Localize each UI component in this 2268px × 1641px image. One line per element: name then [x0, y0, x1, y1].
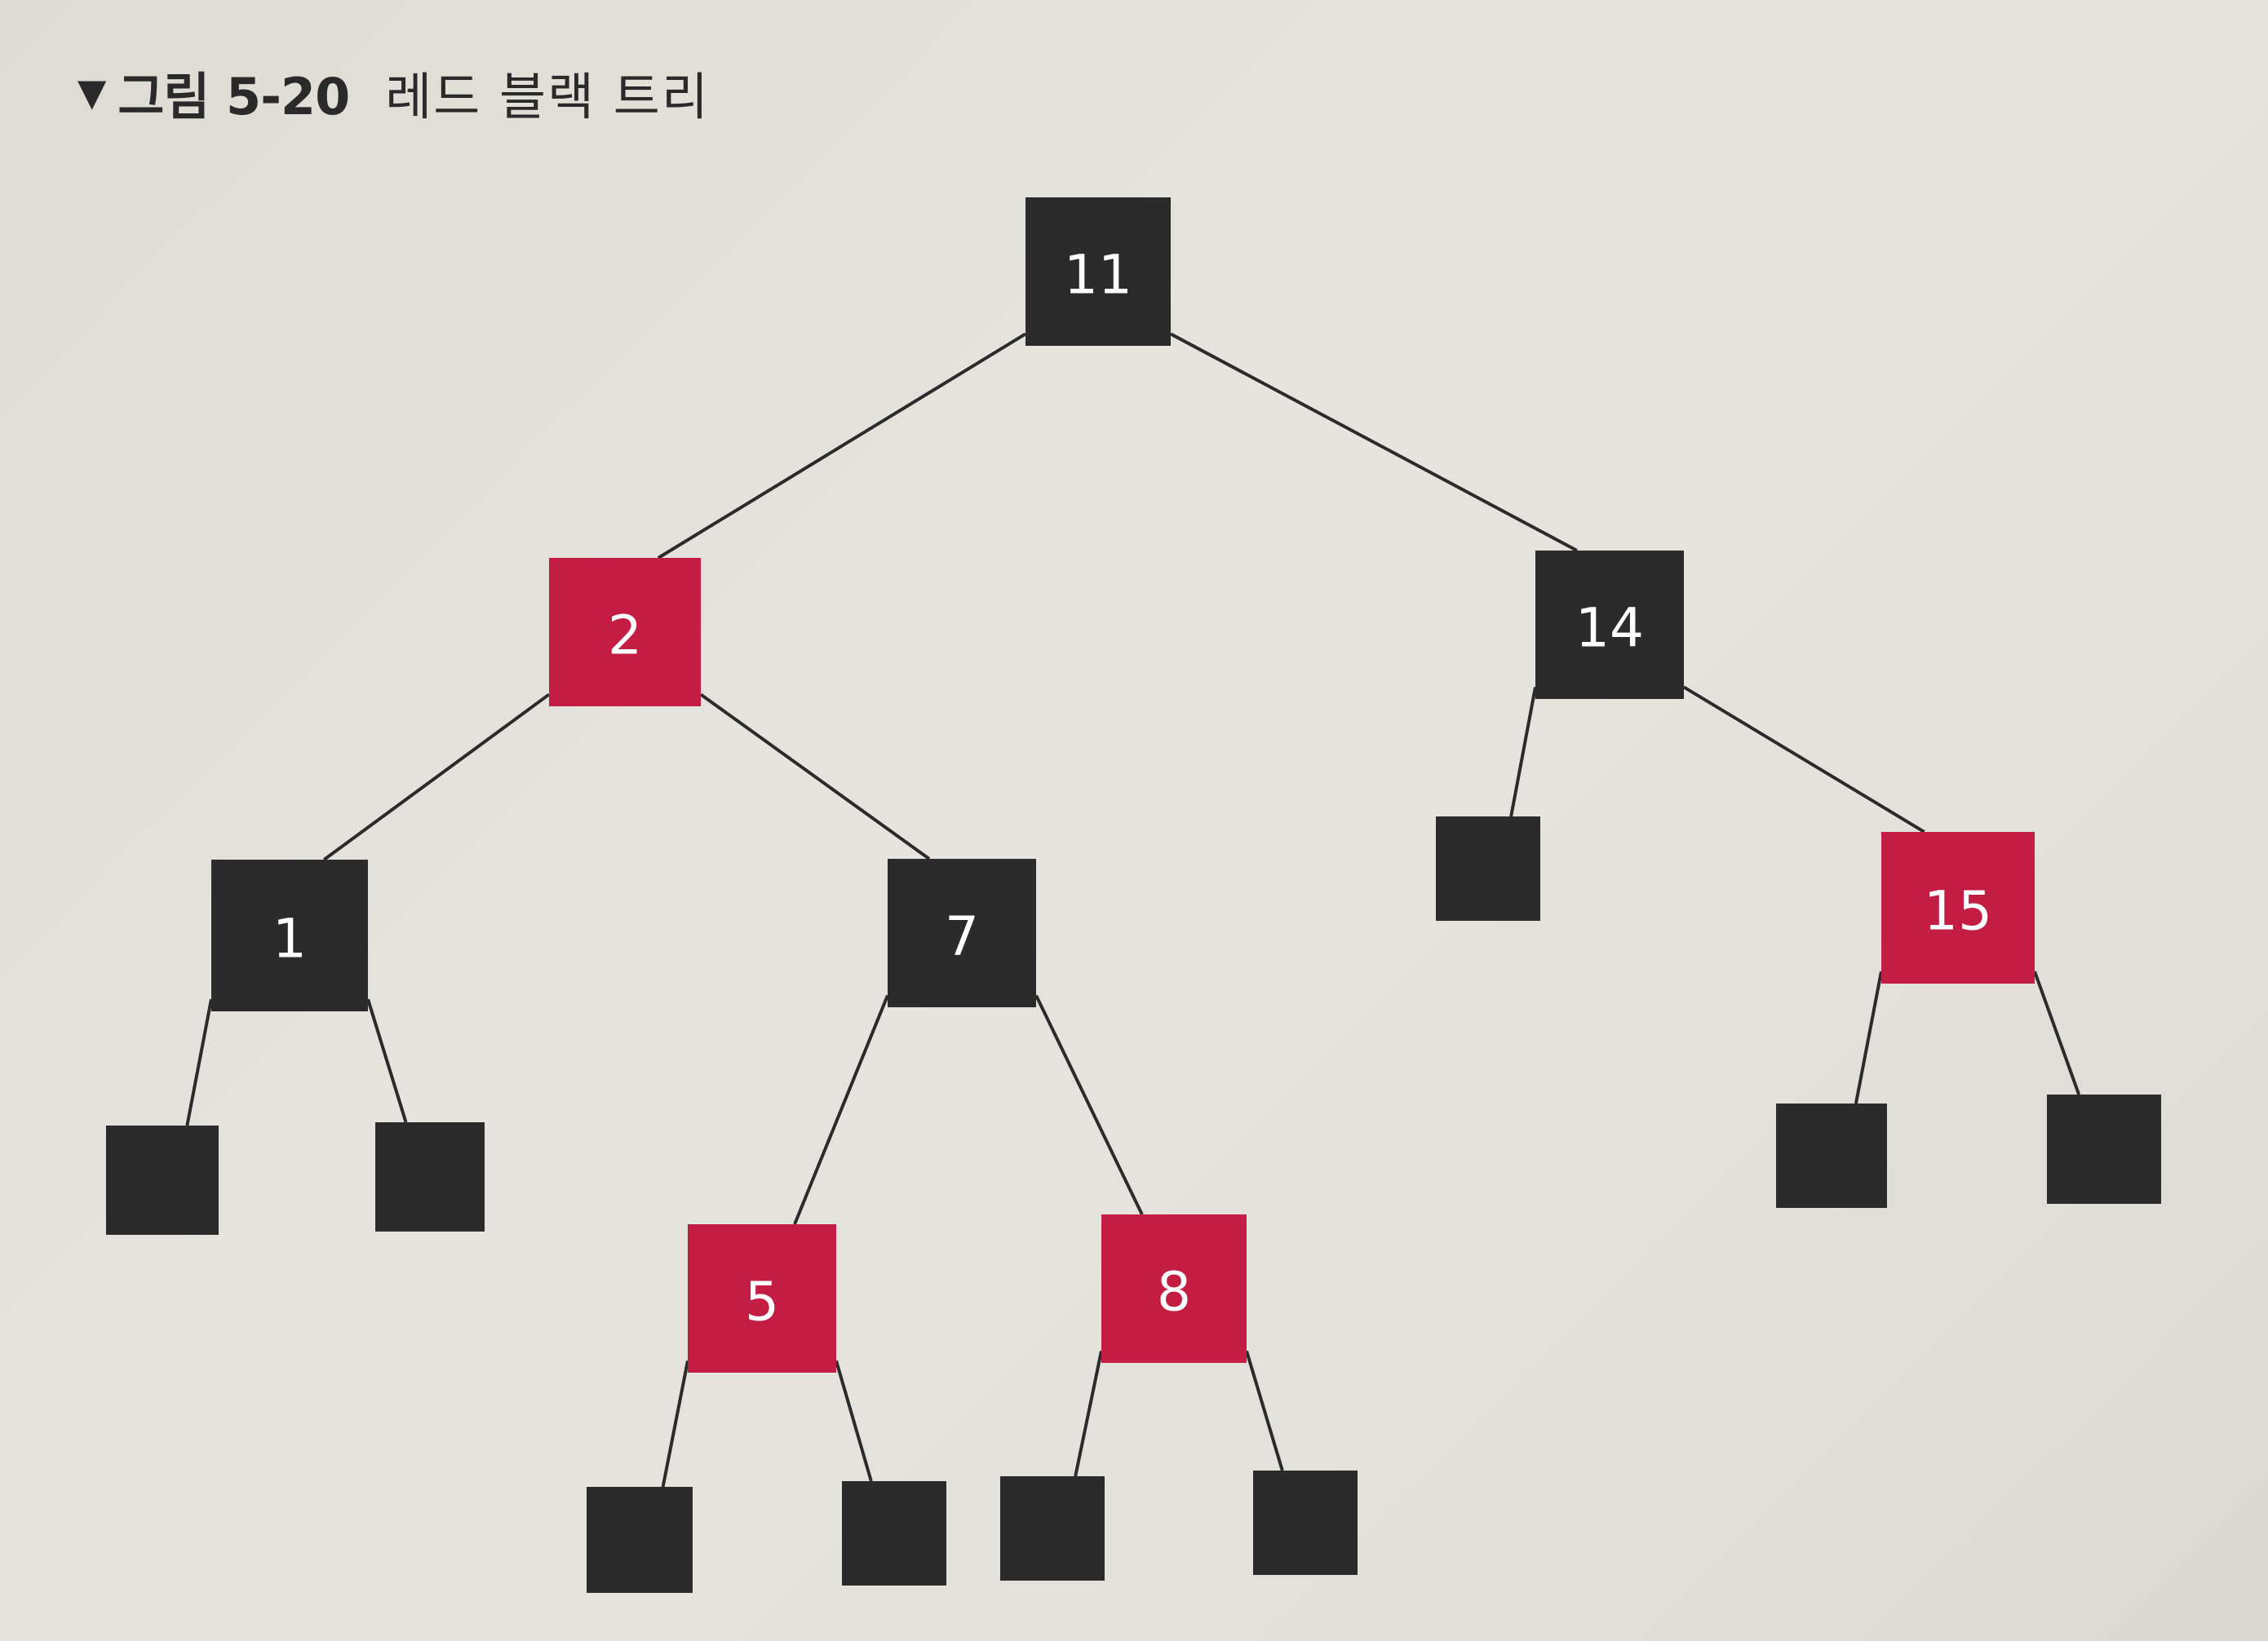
tree-node-11: 11	[1025, 197, 1171, 346]
nil-leaf-node	[1776, 1104, 1887, 1208]
red-node-box	[688, 1224, 836, 1373]
tree-node-1: 1	[211, 860, 368, 1011]
black-node-box	[1025, 197, 1171, 346]
black-node-box	[1535, 551, 1684, 699]
tree-edge-n11-n14	[1170, 332, 1578, 552]
tree-nodes: 11 2 14 1 7 15 5 8	[106, 197, 2161, 1593]
red-node-box	[549, 558, 701, 706]
tree-edge-n8-nil-8-right	[1245, 1350, 1284, 1471]
figure-title: 레드 블랙 트리	[385, 67, 710, 126]
tree-node-5: 5	[688, 1224, 836, 1373]
black-node-box	[2047, 1095, 2161, 1204]
tree-edge-n2-n1	[323, 692, 551, 861]
black-node-box	[106, 1126, 219, 1235]
nil-leaf-node	[106, 1126, 219, 1235]
black-node-box	[842, 1481, 946, 1586]
tree-edge-n2-n7	[699, 692, 931, 860]
tree-edge-n1-nil-1-left	[185, 998, 213, 1126]
nil-leaf-node	[842, 1481, 946, 1586]
node-key-label: 11	[1064, 244, 1132, 307]
black-node-box	[1253, 1471, 1358, 1575]
node-key-label: 5	[745, 1271, 779, 1334]
node-key-label: 8	[1157, 1261, 1191, 1324]
node-key-label: 7	[945, 905, 979, 968]
black-node-box	[888, 859, 1036, 1007]
tree-edge-n15-nil-15-right	[2033, 971, 2081, 1095]
nil-leaf-node	[2047, 1095, 2161, 1204]
figure-number: 그림 5-20	[117, 67, 350, 126]
tree-node-15: 15	[1881, 832, 2035, 984]
black-node-box	[211, 860, 368, 1011]
tree-node-14: 14	[1535, 551, 1684, 699]
tree-node-8: 8	[1101, 1214, 1247, 1363]
tree-edge-n8-nil-8-left	[1074, 1351, 1103, 1477]
red-node-box	[1881, 832, 2035, 984]
nil-leaf-node	[1253, 1471, 1358, 1575]
nil-leaf-node	[375, 1122, 485, 1232]
node-key-label: 2	[608, 604, 642, 667]
black-node-box	[375, 1122, 485, 1232]
node-key-label: 15	[1924, 880, 1992, 943]
tree-edge-n11-n2	[657, 332, 1027, 560]
tree-edge-n14-nil-14-left	[1509, 687, 1537, 817]
node-key-label: 14	[1575, 597, 1644, 660]
tree-node-7: 7	[888, 859, 1036, 1007]
tree-edges	[185, 332, 2081, 1488]
tree-edge-n14-n15	[1682, 685, 1925, 834]
nil-leaf-node	[1436, 816, 1540, 921]
tree-edge-n7-n5	[793, 994, 889, 1225]
red-node-box	[1101, 1214, 1247, 1363]
nil-leaf-node	[587, 1487, 693, 1593]
caption-marker-icon: ▼	[78, 70, 107, 114]
tree-edge-n1-nil-1-right	[366, 998, 408, 1123]
black-node-box	[1000, 1476, 1105, 1581]
tree-edge-n15-nil-15-left	[1854, 971, 1883, 1104]
black-node-box	[1776, 1104, 1887, 1208]
black-node-box	[1436, 816, 1540, 921]
black-node-box	[587, 1487, 693, 1593]
tree-edge-n5-nil-5-left	[661, 1360, 689, 1488]
nil-leaf-node	[1000, 1476, 1105, 1581]
tree-edge-n7-n8	[1034, 994, 1144, 1215]
figure-caption: ▼ 그림 5-20 레드 블랙 트리	[78, 47, 710, 137]
node-key-label: 1	[272, 908, 307, 971]
tree-edge-n5-nil-5-right	[835, 1360, 873, 1482]
tree-node-2: 2	[549, 558, 701, 706]
